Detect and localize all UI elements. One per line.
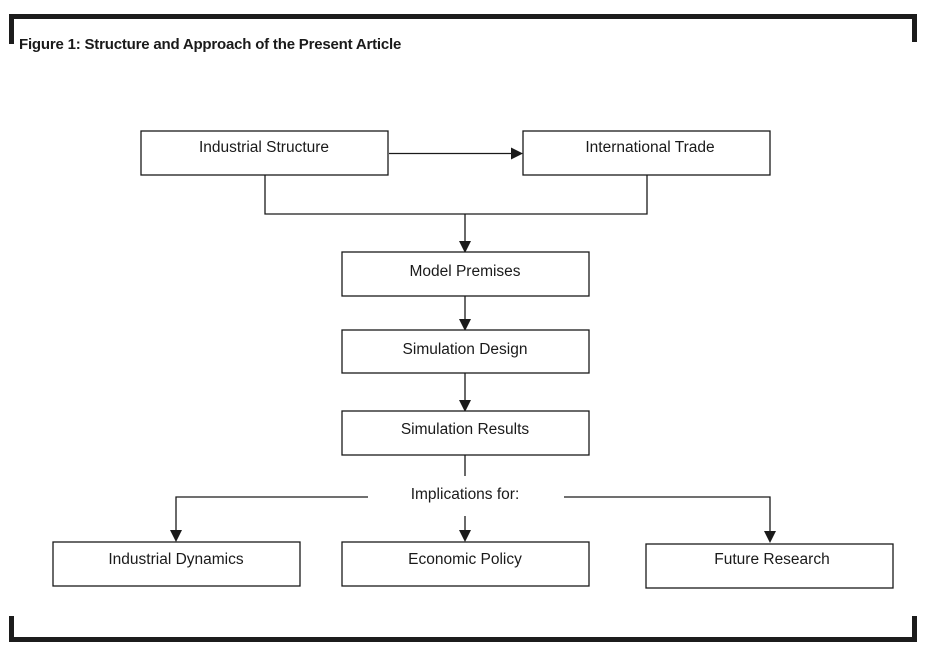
frame-top-right-tick (912, 14, 917, 42)
arrow-to-industrial-dynamics (170, 496, 368, 542)
box-industrial-dynamics (52, 541, 301, 587)
figure-title: Figure 1: Structure and Approach of the … (19, 36, 402, 53)
label-economic-policy: Economic Policy (408, 551, 522, 568)
box-economic-policy (341, 541, 590, 587)
box-industrial-structure (140, 130, 389, 176)
frame-top-bar (9, 14, 917, 19)
box-future-research (645, 543, 894, 589)
label-simulation-results: Simulation Results (401, 421, 530, 438)
box-international-trade (522, 130, 771, 176)
box-model-premises (341, 251, 590, 297)
arrow-to-future-research (564, 496, 776, 543)
frame-bottom-right-tick (912, 616, 917, 642)
box-simulation-design (341, 329, 590, 374)
label-industrial-dynamics: Industrial Dynamics (108, 551, 243, 568)
label-implications: Implications for: (411, 486, 520, 503)
label-international-trade: International Trade (585, 139, 714, 156)
join-connector (264, 175, 648, 215)
label-simulation-design: Simulation Design (403, 341, 528, 358)
frame-bottom-left-tick (9, 616, 14, 642)
label-model-premises: Model Premises (409, 263, 520, 280)
frame-top-left-tick (9, 14, 14, 44)
label-future-research: Future Research (714, 551, 829, 568)
box-simulation-results (341, 410, 590, 456)
frame-bottom-bar (9, 637, 917, 642)
label-industrial-structure: Industrial Structure (199, 139, 329, 156)
